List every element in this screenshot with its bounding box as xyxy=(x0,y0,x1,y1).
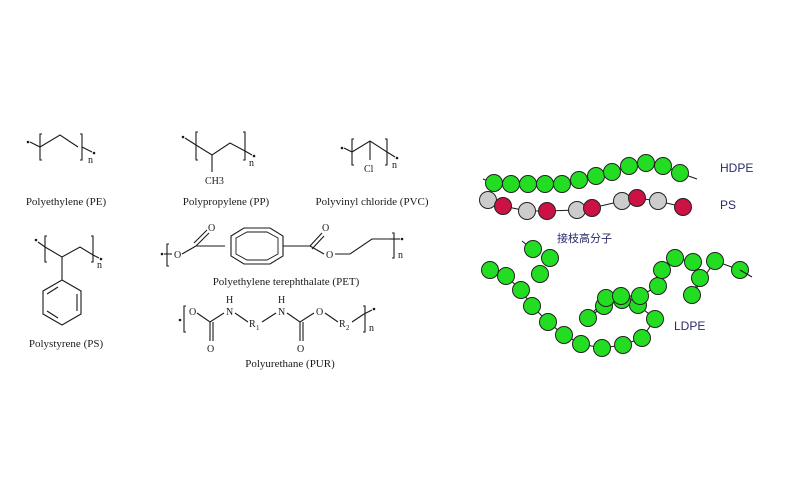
pvc-chlorine: Cl xyxy=(364,164,374,175)
ps-chain xyxy=(479,189,692,220)
pvc-repeat-n: n xyxy=(392,160,397,171)
pur-nitrogen-left: N xyxy=(226,307,233,318)
hdpe-bead xyxy=(654,157,672,175)
ps-bead-red xyxy=(494,197,512,215)
hdpe-bead xyxy=(553,175,571,193)
ps-caption: Polystyrene (PS) xyxy=(29,338,104,350)
pet-caption: Polyethylene terephthalate (PET) xyxy=(213,276,360,288)
ldpe-bead xyxy=(579,309,597,327)
pet-oxygen-left: O xyxy=(174,250,181,261)
ldpe-bead xyxy=(653,261,671,279)
pe-structure: n Polyethylene (PE) xyxy=(26,133,107,208)
ldpe-bead xyxy=(683,286,701,304)
pp-caption: Polypropylene (PP) xyxy=(183,196,270,208)
ps-bead-gray xyxy=(568,201,586,219)
pur-structure: O O N H R 1 N H O O R 2 n Polyurethane (… xyxy=(178,295,376,370)
ldpe-branch-bead xyxy=(524,240,542,258)
ldpe-bead xyxy=(539,313,557,331)
hdpe-bead xyxy=(519,175,537,193)
hdpe-bead xyxy=(587,167,605,185)
pvc-caption: Polyvinyl chloride (PVC) xyxy=(315,196,428,208)
ldpe-label: LDPE xyxy=(674,319,705,333)
pur-hydrogen-left: H xyxy=(226,295,233,306)
ps-structure: n Polystyrene (PS) xyxy=(29,235,104,350)
ldpe-branch-bead xyxy=(541,249,559,267)
pur-r1-subscript: 1 xyxy=(256,324,260,332)
pet-oxygen-right: O xyxy=(326,250,333,261)
pet-structure: O O O O n Polyethylene terephthalate (PE… xyxy=(160,223,404,288)
pe-caption: Polyethylene (PE) xyxy=(26,196,107,208)
ldpe-bead xyxy=(481,261,499,279)
pur-carbonyl-oxygen-left: O xyxy=(207,344,214,355)
ps-bead-gray xyxy=(613,192,631,210)
pp-structure: n CH3 Polypropylene (PP) xyxy=(181,131,270,208)
pur-caption: Polyurethane (PUR) xyxy=(245,358,335,370)
ldpe-bead xyxy=(666,249,684,267)
ldpe-bead xyxy=(614,336,632,354)
ldpe-chain xyxy=(481,249,749,357)
hdpe-bead xyxy=(671,164,689,182)
pvc-structure: n Cl Polyvinyl chloride (PVC) xyxy=(315,138,429,208)
ldpe-bead xyxy=(555,326,573,344)
ldpe-bead xyxy=(497,267,515,285)
ldpe-bead xyxy=(649,277,667,295)
ldpe-chain-tail xyxy=(739,269,753,278)
pe-repeat-n: n xyxy=(88,155,93,166)
ldpe-bead xyxy=(706,252,724,270)
ldpe-bead xyxy=(631,287,649,305)
ps-bead-red xyxy=(674,198,692,216)
ldpe-bead xyxy=(597,289,615,307)
pur-repeat-n: n xyxy=(369,323,374,334)
chain-models: HDPE PS 接枝高分子 LDPE xyxy=(479,154,753,357)
pur-oxygen-left: O xyxy=(189,307,196,318)
hdpe-bead xyxy=(570,171,588,189)
ldpe-chain-branch xyxy=(521,240,753,283)
ps-bead-gray xyxy=(518,202,536,220)
pur-carbonyl-oxygen-right: O xyxy=(297,344,304,355)
hdpe-bead xyxy=(603,163,621,181)
ps-bead-red xyxy=(538,202,556,220)
pur-r2-group: R xyxy=(339,319,346,330)
hdpe-bead xyxy=(620,157,638,175)
ldpe-bead xyxy=(512,281,530,299)
hdpe-bead xyxy=(502,175,520,193)
ldpe-bead xyxy=(593,339,611,357)
pur-nitrogen-right: N xyxy=(278,307,285,318)
graft-polymer-label: 接枝高分子 xyxy=(557,231,612,245)
hdpe-bead xyxy=(637,154,655,172)
ps-bead-gray xyxy=(649,192,667,210)
ldpe-bead xyxy=(612,287,630,305)
ps-label: PS xyxy=(720,198,736,212)
ps-repeat-n: n xyxy=(97,260,102,271)
ldpe-bead xyxy=(684,253,702,271)
pur-hydrogen-right: H xyxy=(278,295,285,306)
pet-carbonyl-oxygen-right: O xyxy=(322,223,329,234)
ldpe-bead xyxy=(691,269,709,287)
pur-oxygen-right: O xyxy=(316,307,323,318)
pet-carbonyl-oxygen-left: O xyxy=(208,223,215,234)
hdpe-chain xyxy=(485,154,689,193)
ldpe-bead xyxy=(633,329,651,347)
pur-r1-group: R xyxy=(249,319,256,330)
pet-repeat-n: n xyxy=(398,250,403,261)
ps-bead-red xyxy=(583,199,601,217)
ps-bead-gray xyxy=(479,191,497,209)
ldpe-bead xyxy=(572,335,590,353)
pur-r2-subscript: 2 xyxy=(346,324,350,332)
ps-bead-red xyxy=(628,189,646,207)
hdpe-bead xyxy=(536,175,554,193)
hdpe-bead xyxy=(485,174,503,192)
pp-repeat-n: n xyxy=(249,158,254,169)
ldpe-bead xyxy=(646,310,664,328)
ldpe-bead xyxy=(523,297,541,315)
pp-methyl-group: CH3 xyxy=(205,176,224,187)
ldpe-branch-bead xyxy=(531,265,549,283)
hdpe-label: HDPE xyxy=(720,161,753,175)
